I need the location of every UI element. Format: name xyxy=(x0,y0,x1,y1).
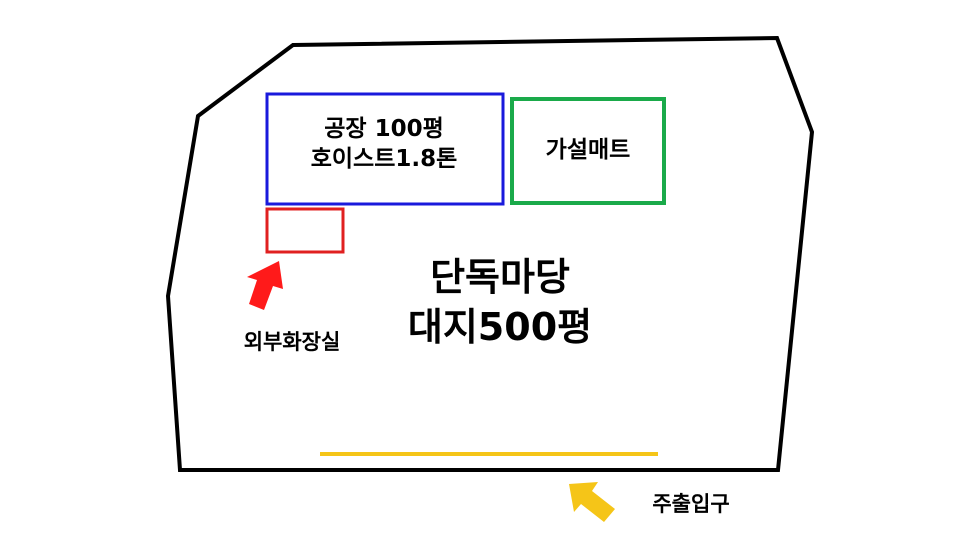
outdoor-toilet-box xyxy=(265,207,345,254)
factory-hoist-text: 호이스트1.8톤 xyxy=(310,146,458,172)
outdoor-toilet-label: 외부화장실 xyxy=(243,330,341,354)
outdoor-toilet-arrow-icon xyxy=(247,261,283,310)
yard-title-text: 단독마당 xyxy=(430,255,570,299)
main-entrance-label: 주출입구 xyxy=(652,492,730,516)
factory-area-text: 공장 100평 xyxy=(324,116,444,142)
temporary-mat-label: 가설매트 xyxy=(545,137,631,163)
lot-area-text: 대지500평 xyxy=(407,305,593,349)
yard-label: 단독마당 대지500평 xyxy=(330,252,670,352)
main-entrance-arrow-icon xyxy=(569,482,615,522)
factory-box xyxy=(265,92,505,206)
factory-label: 공장 100평 호이스트1.8톤 xyxy=(268,114,500,174)
lot-boundary xyxy=(165,35,815,472)
temporary-mat-box xyxy=(510,97,666,205)
